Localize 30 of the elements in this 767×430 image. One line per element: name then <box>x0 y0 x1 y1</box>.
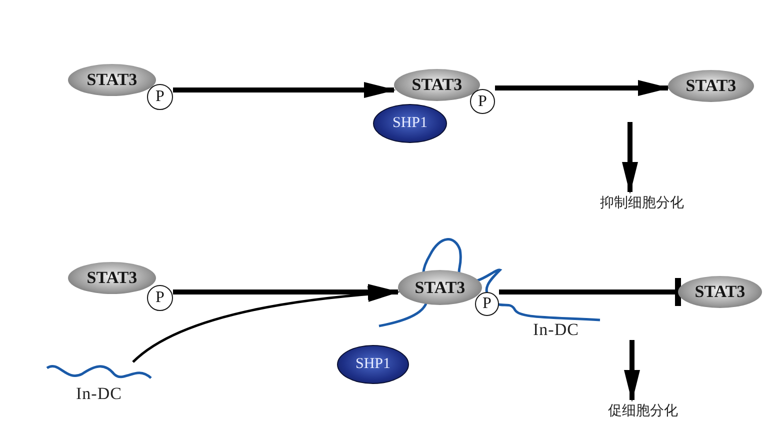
arrow <box>495 80 670 96</box>
strand-label: In-DC <box>76 384 122 404</box>
protein-label: STAT3 <box>86 268 138 288</box>
protein-ellipse <box>678 276 762 308</box>
strand-label: In-DC <box>533 320 579 340</box>
outcome-text: 抑制细胞分化 <box>600 194 684 212</box>
protein-label: STAT3 <box>412 75 462 95</box>
phosphate-circle <box>147 285 173 311</box>
arrow <box>622 122 638 194</box>
protein-label: STAT3 <box>86 70 138 90</box>
phosphate-circle <box>147 84 173 110</box>
phosphate-circle <box>475 292 499 316</box>
protein-ellipse <box>398 270 482 305</box>
phosphate-label: P <box>156 89 164 105</box>
arrow <box>624 340 640 402</box>
phosphate-label: P <box>478 94 487 110</box>
arrow <box>173 284 400 300</box>
phosphate-circle <box>470 89 495 114</box>
phosphate-label: P <box>482 296 492 312</box>
protein-label: STAT3 <box>414 278 466 298</box>
protein-label: SHP1 <box>355 356 391 373</box>
protein-label: SHP1 <box>392 115 428 132</box>
protein-label: STAT3 <box>694 282 746 302</box>
arrow <box>173 82 396 98</box>
protein-ellipse <box>68 262 156 294</box>
outcome-text: 促细胞分化 <box>608 402 678 420</box>
phosphate-label: P <box>156 290 164 306</box>
protein-label: STAT3 <box>686 76 736 96</box>
inhibition-line <box>499 278 681 306</box>
arrow <box>132 286 400 363</box>
